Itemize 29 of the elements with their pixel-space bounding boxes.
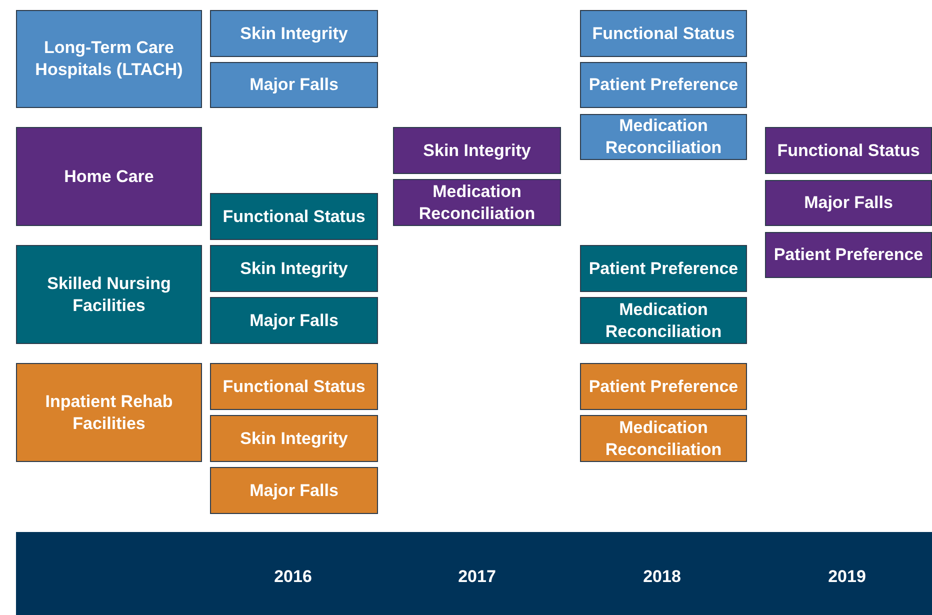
measure-box: Functional Status [580, 10, 747, 57]
measure-box: Functional Status [210, 193, 378, 240]
measure-box: Major Falls [765, 180, 932, 226]
measure-box: Medication Reconciliation [580, 114, 747, 160]
setting-box: Inpatient Rehab Facilities [16, 363, 202, 462]
measure-box: Medication Reconciliation [580, 415, 747, 462]
measure-box: Functional Status [765, 127, 932, 174]
measure-box: Patient Preference [580, 363, 747, 410]
measure-box: Skin Integrity [210, 415, 378, 462]
measure-box: Functional Status [210, 363, 378, 410]
measure-box: Skin Integrity [393, 127, 561, 174]
measure-box: Medication Reconciliation [393, 179, 561, 226]
measure-box: Medication Reconciliation [580, 297, 747, 344]
measure-box: Skin Integrity [210, 10, 378, 57]
measure-box: Major Falls [210, 467, 378, 514]
setting-box: Home Care [16, 127, 202, 226]
measure-box: Major Falls [210, 297, 378, 344]
year-label: 2018 [643, 567, 681, 587]
measure-box: Major Falls [210, 62, 378, 108]
year-label: 2019 [828, 567, 866, 587]
measure-box: Patient Preference [580, 62, 747, 108]
year-label: 2017 [458, 567, 496, 587]
measure-box: Patient Preference [580, 245, 747, 292]
timeline-band [16, 532, 932, 615]
measure-box: Skin Integrity [210, 245, 378, 292]
measure-box: Patient Preference [765, 232, 932, 278]
setting-box: Skilled Nursing Facilities [16, 245, 202, 344]
setting-box: Long-Term Care Hospitals (LTACH) [16, 10, 202, 108]
year-label: 2016 [274, 567, 312, 587]
